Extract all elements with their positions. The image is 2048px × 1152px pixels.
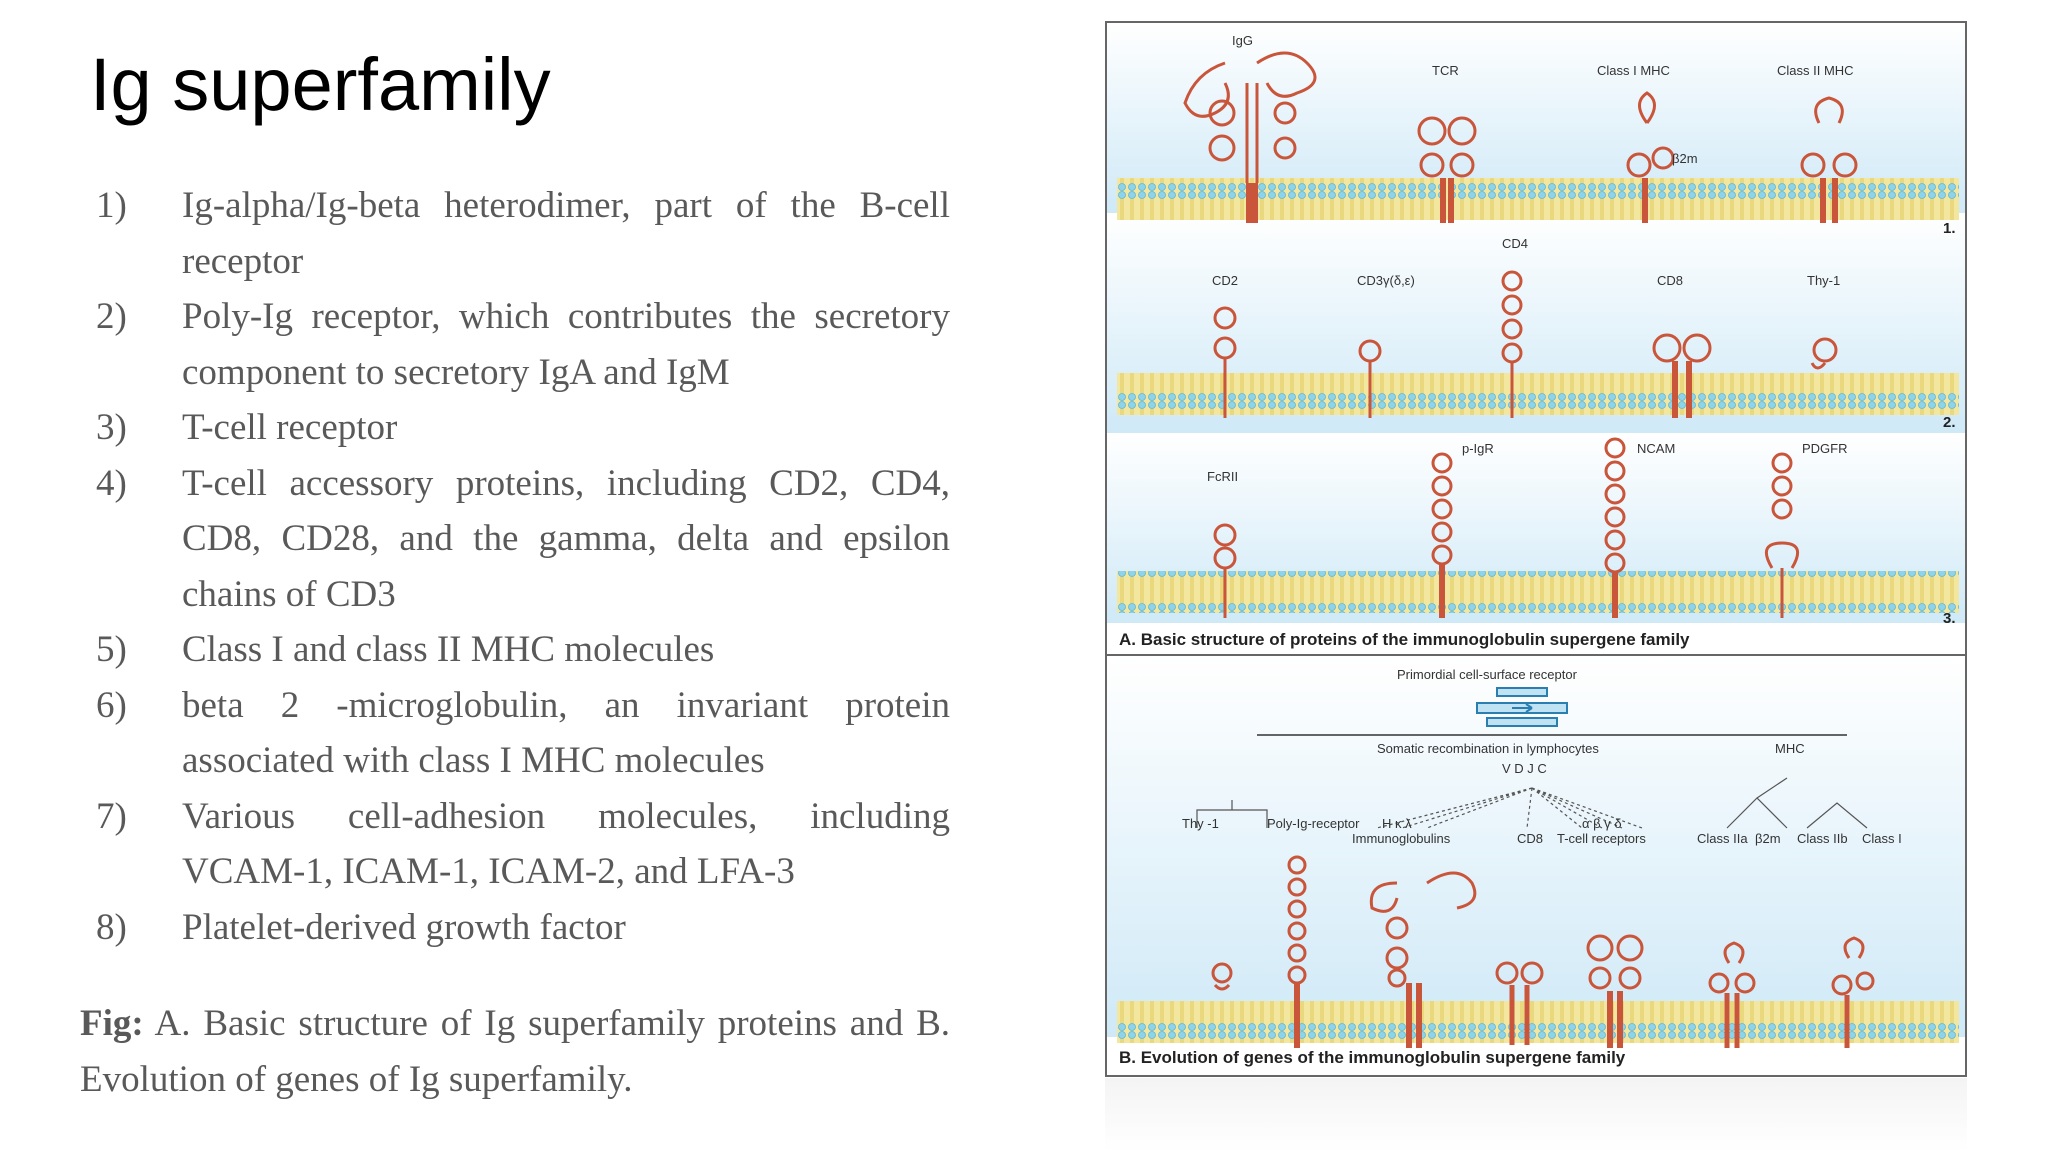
row3-number: 3. [1943, 610, 1956, 627]
list-text: Class I and class II MHC molecules [182, 629, 715, 670]
caption-text: A. Basic structure of Ig superfamily pro… [80, 1003, 950, 1100]
label-class-ii-mhc: Class II MHC [1777, 63, 1854, 78]
membrane-row2 [1117, 373, 1959, 415]
list-text: Ig-alpha/Ig-beta heterodimer, part of th… [182, 185, 950, 282]
label-b2m: β2m [1672, 151, 1698, 166]
class-ii-mhc-protein [1800, 96, 1858, 223]
list-number: 8) [96, 906, 127, 948]
label-cd8-b: CD8 [1517, 831, 1543, 846]
list-number: 6) [96, 684, 127, 726]
label-pigr: p-IgR [1462, 441, 1494, 456]
ig-superfamily-list: 1) Ig-alpha/Ig-beta heterodimer, part of … [90, 178, 950, 955]
list-number: 4) [96, 462, 127, 504]
label-cd8: CD8 [1657, 273, 1683, 288]
label-thy1-b: Thy -1 [1182, 816, 1219, 831]
label-cd4: CD4 [1502, 236, 1528, 251]
page-title: Ig superfamily [90, 43, 551, 126]
label-pdgfr: PDGFR [1802, 441, 1848, 456]
label-cd3: CD3γ(δ,ε) [1357, 273, 1415, 288]
ig-superfamily-figure: IgG TCR Class I MHC β2m Class II MHC 1. [1105, 21, 1967, 1077]
list-text: T-cell accessory proteins, including CD2… [182, 462, 950, 615]
label-igg: IgG [1232, 33, 1253, 48]
membrane-panel-b [1117, 1001, 1959, 1043]
label-vdjc: V D J C [1502, 761, 1547, 776]
list-number: 7) [96, 795, 127, 837]
figure-drawing: IgG TCR Class I MHC β2m Class II MHC 1. [1107, 23, 1965, 1067]
label-hkl: H κ λ [1382, 816, 1412, 831]
row1-number: 1. [1943, 220, 1956, 237]
label-class-iib: Class IIb [1797, 831, 1848, 846]
class-i-mhc-protein [1626, 91, 1675, 223]
list-number: 2) [96, 296, 127, 337]
label-class-i-b: Class I [1862, 831, 1902, 846]
list-number: 3) [96, 407, 127, 448]
label-cd2: CD2 [1212, 273, 1238, 288]
label-b2m-b: β2m [1755, 831, 1781, 846]
label-ncam: NCAM [1637, 441, 1675, 456]
label-fcrii: FcRII [1207, 469, 1238, 484]
igg-protein [1183, 51, 1317, 223]
panel-b-caption: B. Evolution of genes of the immunoglobu… [1119, 1048, 1626, 1067]
label-class-iia: Class IIa [1697, 831, 1748, 846]
membrane-row3 [1117, 571, 1959, 613]
list-text: beta 2 -microglobulin, an invariant prot… [182, 684, 950, 782]
list-item: 1) Ig-alpha/Ig-beta heterodimer, part of … [90, 178, 950, 289]
label-mhc: MHC [1775, 741, 1805, 756]
label-tcr-b: T-cell receptors [1557, 831, 1646, 846]
list-item: 2) Poly-Ig receptor, which contributes t… [90, 289, 950, 400]
list-text: Poly-Ig receptor, which contributes the … [182, 296, 950, 393]
label-class-i-mhc: Class I MHC [1597, 63, 1670, 78]
list-text: Various cell-adhesion molecules, includi… [182, 795, 950, 893]
list-text: T-cell receptor [182, 407, 398, 448]
row2-proteins [1213, 270, 1838, 418]
list-item: 8) Platelet-derived growth factor [90, 900, 950, 956]
caption-label: Fig: [80, 1003, 144, 1044]
label-tcr: TCR [1432, 63, 1459, 78]
figure-shadow [1105, 1078, 1967, 1152]
evolution-tree [1196, 777, 1868, 829]
label-abgd: α β γ δ [1582, 816, 1622, 831]
label-immunoglobulins: Immunoglobulins [1352, 831, 1451, 846]
primordial-receptor [1476, 687, 1568, 727]
label-thy1: Thy-1 [1807, 273, 1840, 288]
tcr-protein [1417, 116, 1477, 223]
label-primordial: Primordial cell-surface receptor [1397, 667, 1578, 682]
row3-proteins [1213, 437, 1800, 618]
list-item: 6) beta 2 -microglobulin, an invariant pr… [90, 678, 950, 789]
figure-caption: Fig: A. Basic structure of Ig superfamil… [80, 996, 950, 1108]
list-item: 4) T-cell accessory proteins, including … [90, 456, 950, 623]
list-item: 7) Various cell-adhesion molecules, incl… [90, 789, 950, 900]
list-text: Platelet-derived growth factor [182, 906, 626, 948]
label-somatic: Somatic recombination in lymphocytes [1377, 741, 1599, 756]
label-polyig-b: Poly-Ig-receptor [1267, 816, 1360, 831]
list-number: 1) [96, 185, 127, 226]
list-item: 3) T-cell receptor [90, 400, 950, 456]
row2-number: 2. [1943, 414, 1956, 431]
panel-a-caption: A. Basic structure of proteins of the im… [1119, 630, 1690, 649]
list-item: 5) Class I and class II MHC molecules [90, 622, 950, 678]
panel-b-proteins [1211, 855, 1875, 1048]
list-number: 5) [96, 629, 127, 670]
